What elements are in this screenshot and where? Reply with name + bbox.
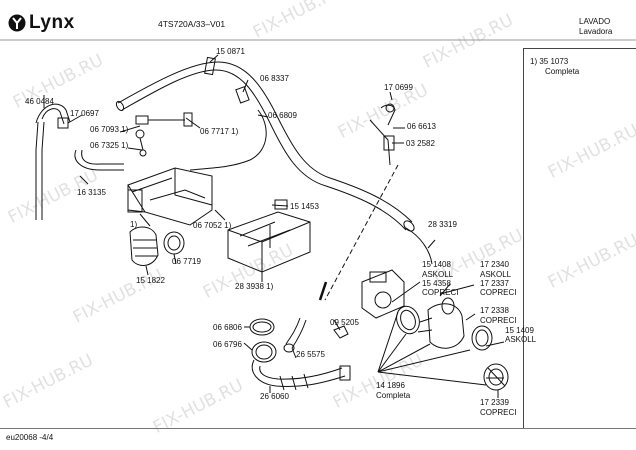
label-141896: 14 1896	[376, 381, 405, 390]
bellows-hose	[129, 226, 185, 266]
label-066809: 06 6809	[268, 111, 297, 120]
label-066806: 06 6806	[213, 323, 242, 332]
thin-wire	[189, 109, 267, 171]
label-066613: 06 6613	[407, 122, 436, 131]
small-hose	[74, 149, 124, 171]
note-number: 1) 35 1073	[530, 57, 569, 66]
small-drain-hose	[283, 317, 307, 353]
dispenser-housing	[127, 167, 213, 226]
note-text: Completa	[545, 67, 580, 76]
footer-code: eu20068 -4/4	[6, 433, 54, 442]
label-154358: 15 4358	[422, 279, 451, 288]
label-067093: 06 7093 1)	[90, 125, 129, 134]
label-067052: 06 7052 1)	[193, 221, 232, 230]
label-askoll-2: ASKOLL	[480, 270, 512, 279]
frame-bottom-line	[0, 428, 636, 429]
label-copreci-3: COPRECI	[480, 316, 517, 325]
valve-parts	[135, 112, 193, 157]
label-163135: 16 3135	[77, 188, 106, 197]
label-170699: 17 0699	[384, 83, 413, 92]
label-completa: Completa	[376, 391, 411, 400]
category-subtitle: Lavadora	[579, 27, 613, 36]
notes-panel	[523, 48, 636, 429]
label-172339: 17 2339	[480, 398, 509, 407]
drain-hose-thin	[369, 103, 433, 265]
label-172340: 17 2340	[480, 260, 509, 269]
pump-filter-housing	[417, 283, 493, 351]
label-askoll-3: ASKOLL	[505, 335, 537, 344]
label-copreci-2: COPRECI	[480, 288, 517, 297]
label-265575: 26 5575	[296, 350, 325, 359]
level-rod	[318, 281, 328, 301]
brand-name: Lynx	[29, 12, 75, 33]
label-266060: 26 6060	[260, 392, 289, 401]
label-151408: 15 1408	[422, 260, 451, 269]
category-title: LAVADO	[579, 17, 611, 26]
filter-cap	[483, 363, 509, 391]
label-151453: 15 1453	[290, 202, 319, 211]
detergent-drawer	[227, 199, 311, 273]
label-151822: 15 1822	[136, 276, 165, 285]
label-283938: 28 3938 1)	[235, 282, 274, 291]
label-172338: 17 2338	[480, 306, 509, 315]
elbow-hose	[35, 103, 71, 220]
label-151409: 15 1409	[505, 326, 534, 335]
lynx-logo-icon	[8, 14, 26, 32]
main-hose	[115, 56, 415, 232]
label-150871: 15 0871	[216, 47, 245, 56]
label-172337: 17 2337	[480, 279, 509, 288]
label-170697: 17 0697	[70, 109, 99, 118]
clip-095205	[333, 325, 349, 339]
label-283319: 28 3319	[428, 220, 457, 229]
label-095205: 09 5205	[330, 318, 359, 327]
label-460484: 46 0484	[25, 97, 54, 106]
label-copreci-1: COPRECI	[422, 288, 459, 297]
model-number: 4TS720A/33–V01	[158, 19, 226, 29]
label-note-1: 1)	[130, 220, 138, 229]
label-032582: 03 2582	[406, 139, 435, 148]
label-068337: 06 8337	[260, 74, 289, 83]
label-067719: 06 7719	[172, 257, 201, 266]
label-copreci-4: COPRECI	[480, 408, 517, 417]
pump-outlet-hose	[249, 318, 351, 391]
drain-pump	[361, 269, 420, 335]
label-066796: 06 6796	[213, 340, 242, 349]
label-askoll-1: ASKOLL	[422, 270, 454, 279]
brand-logo: Lynx	[8, 12, 75, 34]
label-067717: 06 7717 1)	[200, 127, 239, 136]
label-067325: 06 7325 1)	[90, 141, 129, 150]
